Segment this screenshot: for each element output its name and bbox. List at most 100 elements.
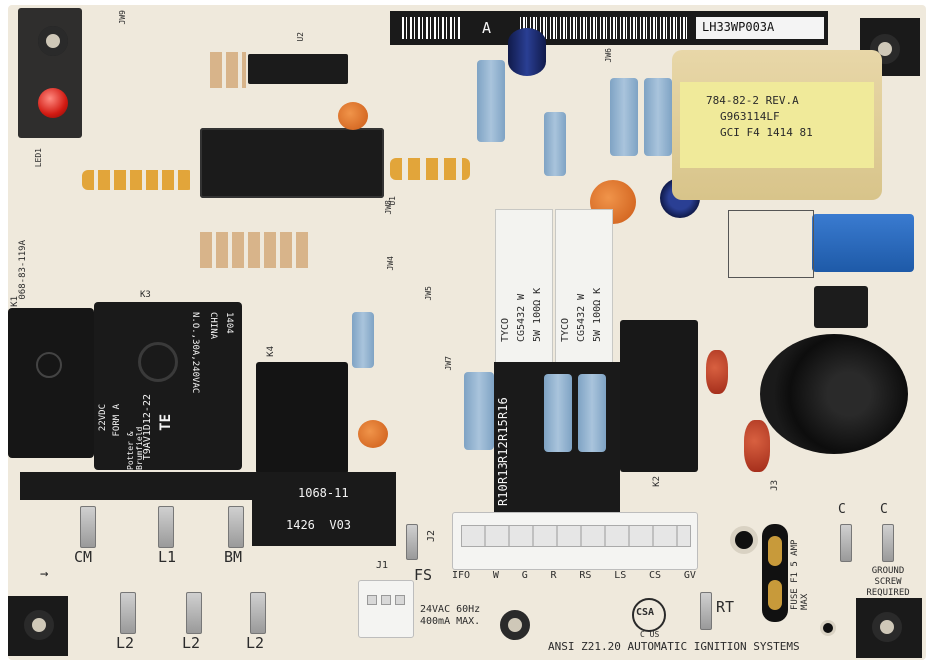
j1-pin	[367, 595, 377, 605]
barcode-stripes-right	[520, 17, 690, 39]
blue-resistor-r1	[477, 60, 505, 142]
j1-pin	[395, 595, 405, 605]
arrow-icon: →	[40, 566, 49, 582]
power-resistor-2-part: CG5432 W	[576, 293, 587, 342]
label-r13: R13	[496, 462, 510, 485]
capacitor-c1	[744, 420, 770, 472]
pin-cs: CS	[649, 570, 662, 581]
fuse-clip-bottom	[768, 580, 782, 610]
label-r15: R15	[496, 419, 510, 441]
pin-ls: LS	[614, 570, 627, 581]
terminal-l1[interactable]	[158, 506, 174, 548]
board-hole	[730, 526, 758, 554]
blue-resistor-2	[544, 112, 566, 176]
relay-k2	[620, 320, 698, 472]
fuse-label: FUSE F1 5 AMP MAX	[790, 539, 810, 610]
csa-suffix: C US	[640, 630, 660, 639]
red-led	[38, 88, 68, 118]
disc-capacitor-c25	[358, 420, 388, 448]
mounting-hole-pad-4	[872, 612, 902, 642]
power-resistor-1: TYCO CG5432 W 5W 100Ω K	[496, 210, 552, 362]
pin-r: R	[550, 570, 557, 581]
label-bm: BM	[224, 548, 243, 566]
label-l2-2: L2	[182, 634, 201, 652]
pressure-sensor-black-dome	[760, 334, 908, 454]
ground-label: GROUND SCREW REQUIRED	[866, 566, 910, 598]
mounting-hole-pad-2	[24, 610, 54, 640]
header-j2[interactable]	[452, 512, 698, 570]
label-l2-3: L2	[246, 634, 265, 652]
terminal-c-1[interactable]	[840, 524, 852, 562]
c4-outline	[728, 210, 814, 278]
transformer: 784-82-2 REV.A G963114LF GCI F4 1414 81	[672, 50, 882, 200]
blue-resistor-r12-top	[544, 374, 572, 452]
terminal-cm[interactable]	[80, 506, 96, 548]
silk-u2: U2	[296, 32, 305, 42]
microcontroller-u1	[200, 128, 384, 198]
resistor-pair-top	[210, 52, 246, 88]
label-l2-1: L2	[116, 634, 135, 652]
terminal-bm[interactable]	[228, 506, 244, 548]
barcode-stripes-left	[402, 17, 462, 39]
relay-k3-form: FORM A	[112, 404, 122, 437]
terminal-rt[interactable]	[700, 592, 712, 630]
relay-k3-code: 1404	[224, 312, 234, 334]
transformer-line-3: GCI F4 1414 81	[720, 126, 813, 139]
silk-k4: K4	[266, 346, 276, 357]
resistor-row	[200, 232, 312, 268]
power-resistor-2-value: 5W 100Ω K	[592, 287, 603, 342]
power-resistor-1-part: CG5432 W	[516, 293, 527, 342]
silk-k2: K2	[652, 476, 662, 487]
relay-k3: N.O.,30A,240VAC CHINA 1404 22VDC FORM A …	[94, 302, 242, 470]
transformer-line-2: G963114LF	[720, 110, 780, 123]
silk-k3: K3	[140, 290, 151, 300]
fuse-clip-top	[768, 536, 782, 566]
id-block: 1068-11 1426 V03	[252, 472, 396, 546]
label-r12: R12	[496, 440, 510, 463]
silk-led1: LED1	[34, 148, 43, 168]
relay-k4	[256, 362, 348, 474]
terminal-l2-1[interactable]	[120, 592, 136, 634]
terminal-c-2[interactable]	[882, 524, 894, 562]
silk-jw7: JW7	[444, 356, 453, 371]
label-c-2: C	[880, 502, 888, 517]
mounting-hole-bottom-mid	[500, 610, 530, 640]
disc-capacitor-c3	[338, 102, 368, 130]
standard-text: ANSI Z21.20 AUTOMATIC IGNITION SYSTEMS	[548, 640, 800, 653]
silk-j3: J3	[770, 480, 780, 491]
terminal-fs[interactable]	[406, 524, 418, 560]
power-resistor-2-brand: TYCO	[560, 317, 571, 342]
blue-resistor-r15-top	[578, 374, 606, 452]
silk-k1: K1	[10, 296, 20, 307]
power-resistor-1-value: 5W 100Ω K	[532, 287, 543, 342]
pin-gv: GV	[683, 570, 696, 581]
silk-jw4: JW4	[386, 256, 395, 271]
silk-jw5: JW5	[424, 286, 433, 301]
pin-rs: RS	[579, 570, 592, 581]
film-capacitor-c4	[812, 214, 914, 272]
fuse-holder[interactable]	[762, 524, 788, 622]
terminal-l2-3[interactable]	[250, 592, 266, 634]
triac-q3	[814, 286, 868, 328]
board-hole-small	[820, 620, 836, 636]
capacitor-row	[82, 170, 194, 190]
pin-g: G	[521, 570, 528, 581]
date-code: 1426 V03	[286, 518, 352, 532]
silk-board-number: 068-83-119A	[18, 240, 28, 300]
connector-j1[interactable]	[358, 580, 414, 638]
barcode-label: A LH33WP003A	[390, 11, 828, 45]
relay-k3-brand: TE	[158, 414, 174, 431]
power-resistor-1-brand: TYCO	[500, 317, 511, 342]
blue-resistor-r36	[352, 312, 374, 368]
relay-k1	[8, 308, 94, 458]
silk-jw6: JW6	[604, 48, 613, 63]
label-fs: FS	[414, 566, 433, 584]
terminal-l2-2[interactable]	[186, 592, 202, 634]
relay-k3-model: T9AV1D12-22	[142, 394, 153, 461]
header-pin-labels: IFO W G R RS LS CS GV	[452, 570, 696, 581]
label-r10: R10	[496, 484, 510, 506]
silk-jw9: JW9	[118, 10, 127, 25]
control-id: 1068-11	[298, 486, 349, 500]
resistor-labels: R10 R13 R12 R15 R16	[496, 398, 620, 506]
electrolytic-capacitor-top	[508, 28, 546, 76]
